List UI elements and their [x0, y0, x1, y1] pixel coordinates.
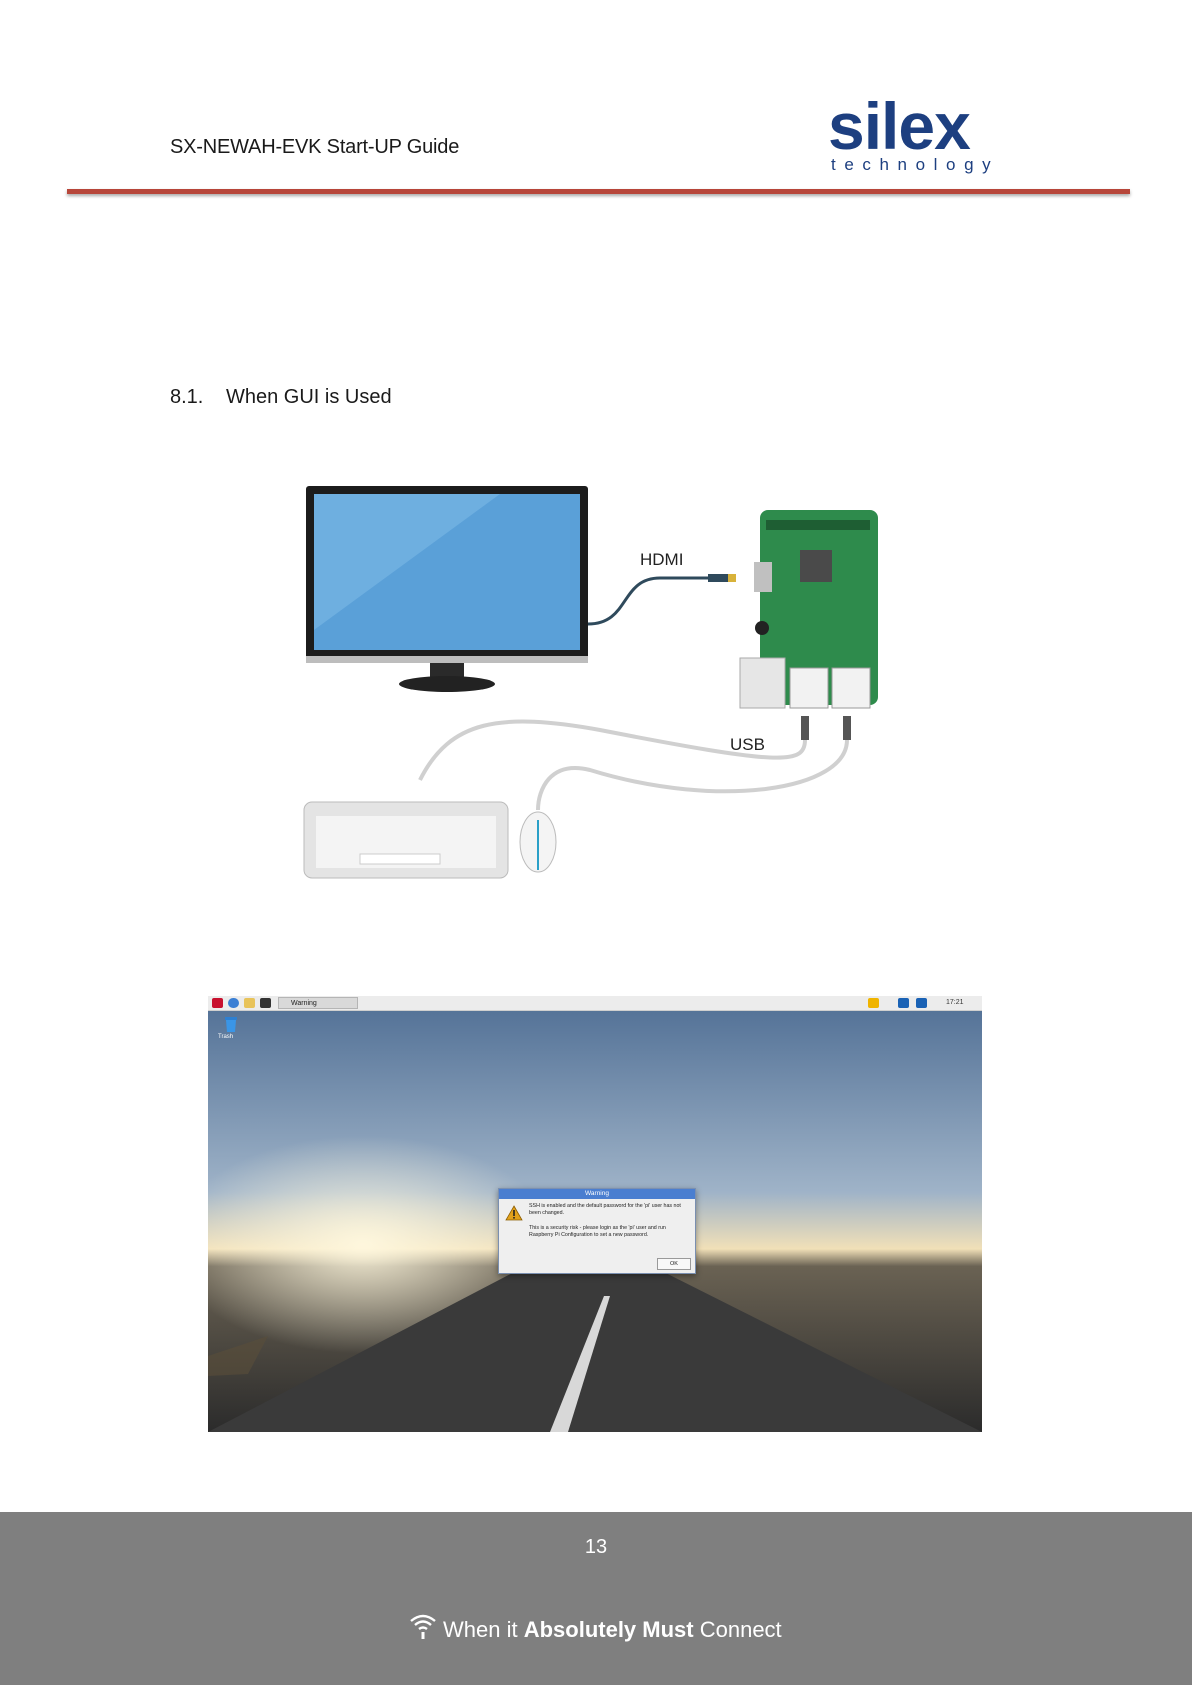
tagline-part-3: Connect	[693, 1617, 782, 1642]
keyboard-icon	[303, 801, 509, 879]
trash-icon[interactable]	[224, 1016, 238, 1032]
logo-wordmark: silex	[828, 89, 971, 163]
taskbar: Warning 17:21	[208, 996, 982, 1011]
document-header-title: SX-NEWAH-EVK Start-UP Guide	[170, 136, 460, 158]
terminal-icon[interactable]	[260, 998, 271, 1008]
usb-label: USB	[730, 735, 765, 754]
tagline-part-2: Absolutely Must	[523, 1617, 694, 1642]
ok-button[interactable]: OK	[657, 1258, 691, 1270]
footer-tagline: When it Absolutely Must Connect	[443, 1617, 782, 1643]
section-number: 8.1.	[170, 386, 204, 408]
header-rule	[67, 189, 1130, 194]
desktop-screenshot: Warning 17:21 Trash Warning SSH is enabl…	[208, 996, 982, 1432]
network-icon[interactable]	[898, 998, 909, 1008]
warning-dialog: Warning SSH is enabled and the default p…	[498, 1188, 696, 1274]
dialog-title: Warning	[499, 1189, 695, 1199]
warning-icon	[505, 1205, 523, 1221]
dialog-message-line1: SSH is enabled and the default password …	[529, 1203, 681, 1216]
silex-logo: silex technology	[828, 90, 1008, 178]
volume-icon[interactable]	[916, 998, 927, 1008]
wifi-icon	[410, 1614, 436, 1639]
folder-icon[interactable]	[244, 998, 255, 1008]
trash-label: Trash	[218, 1034, 234, 1040]
monitor-icon	[306, 486, 588, 692]
footer-band	[0, 1512, 1192, 1685]
hdmi-label: HDMI	[640, 550, 683, 569]
dialog-message-line2: This is a security risk - please login a…	[529, 1225, 666, 1238]
raspberry-menu-icon[interactable]	[212, 998, 223, 1008]
raspberry-pi-board-icon	[739, 510, 878, 709]
browser-icon[interactable]	[228, 998, 239, 1008]
mouse-icon	[519, 811, 557, 873]
update-icon[interactable]	[868, 998, 879, 1008]
section-title: When GUI is Used	[226, 386, 392, 408]
taskbar-window-warning[interactable]: Warning	[278, 997, 358, 1009]
landscape-road-image	[208, 996, 982, 1432]
taskbar-clock: 17:21	[946, 999, 964, 1006]
tagline-part-1: When it	[443, 1617, 524, 1642]
logo-subtitle: technology	[831, 155, 1000, 174]
page-number: 13	[584, 1536, 608, 1558]
connection-diagram: HDMI USB	[303, 486, 878, 879]
